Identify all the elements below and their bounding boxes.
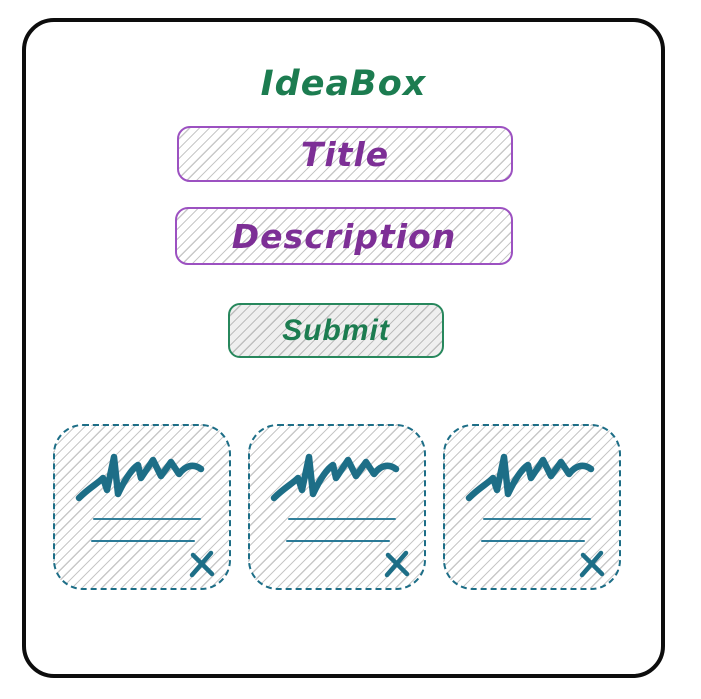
scribble-icon: [270, 453, 400, 502]
idea-card: [248, 424, 426, 590]
submit-button-label: Submit: [282, 313, 390, 347]
text-line-placeholder: [93, 518, 201, 520]
title-input-label: Title: [300, 134, 390, 174]
x-icon[interactable]: [382, 548, 412, 578]
text-line-placeholder: [483, 518, 591, 520]
description-input[interactable]: Description: [175, 207, 513, 265]
idea-card: [443, 424, 621, 590]
app-frame: IdeaBox Title Description Submit: [22, 18, 665, 678]
x-icon[interactable]: [187, 548, 217, 578]
scribble-icon: [75, 453, 205, 502]
title-input[interactable]: Title: [177, 126, 513, 182]
text-line-placeholder: [288, 518, 396, 520]
text-line-placeholder: [286, 540, 390, 542]
submit-button[interactable]: Submit: [228, 303, 444, 358]
idea-card: [53, 424, 231, 590]
description-input-label: Description: [231, 216, 457, 256]
page-title: IdeaBox: [260, 64, 427, 104]
text-line-placeholder: [481, 540, 585, 542]
x-icon[interactable]: [577, 548, 607, 578]
idea-cards-row: [53, 424, 621, 590]
scribble-icon: [465, 453, 595, 502]
text-line-placeholder: [91, 540, 195, 542]
